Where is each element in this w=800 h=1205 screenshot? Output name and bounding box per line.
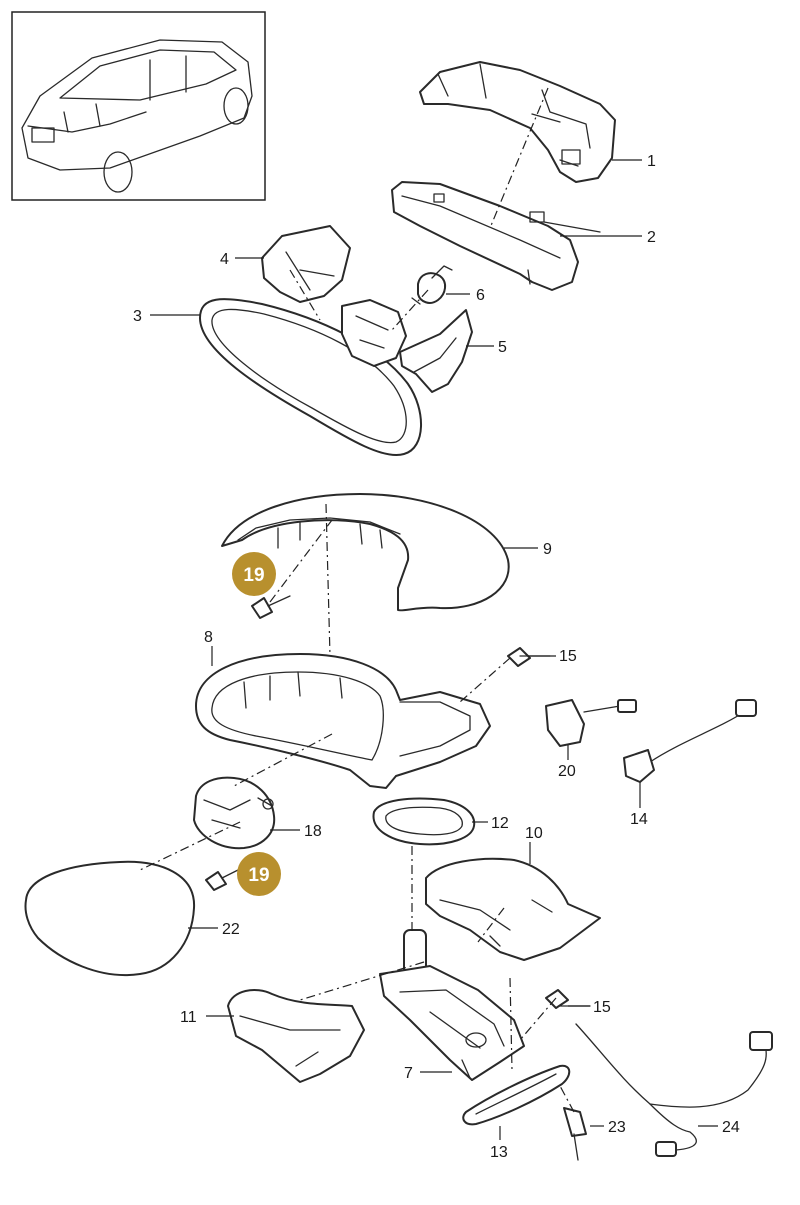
label-part-4: 4: [220, 251, 229, 268]
vehicle-suv-icon: [21, 39, 253, 193]
label-part-1: 1: [647, 153, 656, 170]
part-15-screw-lower: [545, 989, 591, 1009]
part-24-wiring-harness: [575, 1023, 773, 1157]
assembly-center-lines: [139, 87, 575, 1113]
part-4-top-mount: [261, 225, 351, 303]
part-12-gasket: [372, 797, 476, 846]
label-part-23: 23: [608, 1119, 626, 1136]
part-23-screw: [563, 1107, 587, 1161]
part-5-base-cover: [399, 309, 473, 393]
label-part-14: 14: [630, 811, 648, 828]
mirror-adjust-bracket: [341, 299, 407, 367]
label-part-18: 18: [304, 823, 322, 840]
label-part-15-lower: 15: [593, 999, 611, 1016]
label-part-6: 6: [476, 287, 485, 304]
highlight-badge-19-lower: 19: [237, 852, 281, 896]
label-part-10: 10: [525, 825, 543, 842]
label-part-15-upper: 15: [559, 648, 577, 665]
label-part-2: 2: [647, 229, 656, 246]
label-part-5: 5: [498, 339, 507, 356]
part-13-turn-signal: [462, 1064, 571, 1126]
part-18-actuator: [193, 776, 276, 850]
leader-lines: [150, 159, 718, 1140]
label-part-24: 24: [722, 1119, 740, 1136]
svg-text:19: 19: [243, 565, 264, 586]
label-part-22: 22: [222, 921, 240, 938]
part-15-screw-upper: [507, 647, 551, 667]
label-part-8: 8: [204, 629, 213, 646]
part-22-mirror-glass: [24, 860, 196, 977]
part-8-mirror-housing: [195, 653, 491, 789]
part-3-mirror-frame: [199, 298, 422, 457]
part-1-mounting-bracket: [419, 61, 616, 183]
part-19-screw-upper: [251, 595, 291, 619]
part-14-camera-cable: [623, 699, 757, 783]
part-number-labels: 1 2 3 4 5 6 9 8 15 20 14 18 12 10 22 11 …: [133, 153, 740, 1161]
svg-text:19: 19: [248, 865, 269, 886]
label-part-12: 12: [491, 815, 509, 832]
part-20-connector: [545, 699, 637, 747]
label-part-13: 13: [490, 1144, 508, 1161]
part-6-motor: [411, 265, 453, 305]
vehicle-thumbnail: [11, 11, 266, 201]
part-19-screw-lower: [205, 867, 243, 891]
label-part-9: 9: [543, 541, 552, 558]
part-9-mirror-cap: [221, 493, 510, 612]
part-11-base-trim: [227, 989, 365, 1083]
label-part-7: 7: [404, 1065, 413, 1082]
label-part-20: 20: [558, 763, 576, 780]
part-10-lower-cover: [425, 857, 601, 961]
highlight-badge-19-upper: 19: [232, 552, 276, 596]
part-7-support-arm: [379, 929, 525, 1081]
label-part-11: 11: [180, 1009, 197, 1026]
label-part-3: 3: [133, 308, 142, 325]
part-2-housing-cover: [391, 181, 601, 291]
